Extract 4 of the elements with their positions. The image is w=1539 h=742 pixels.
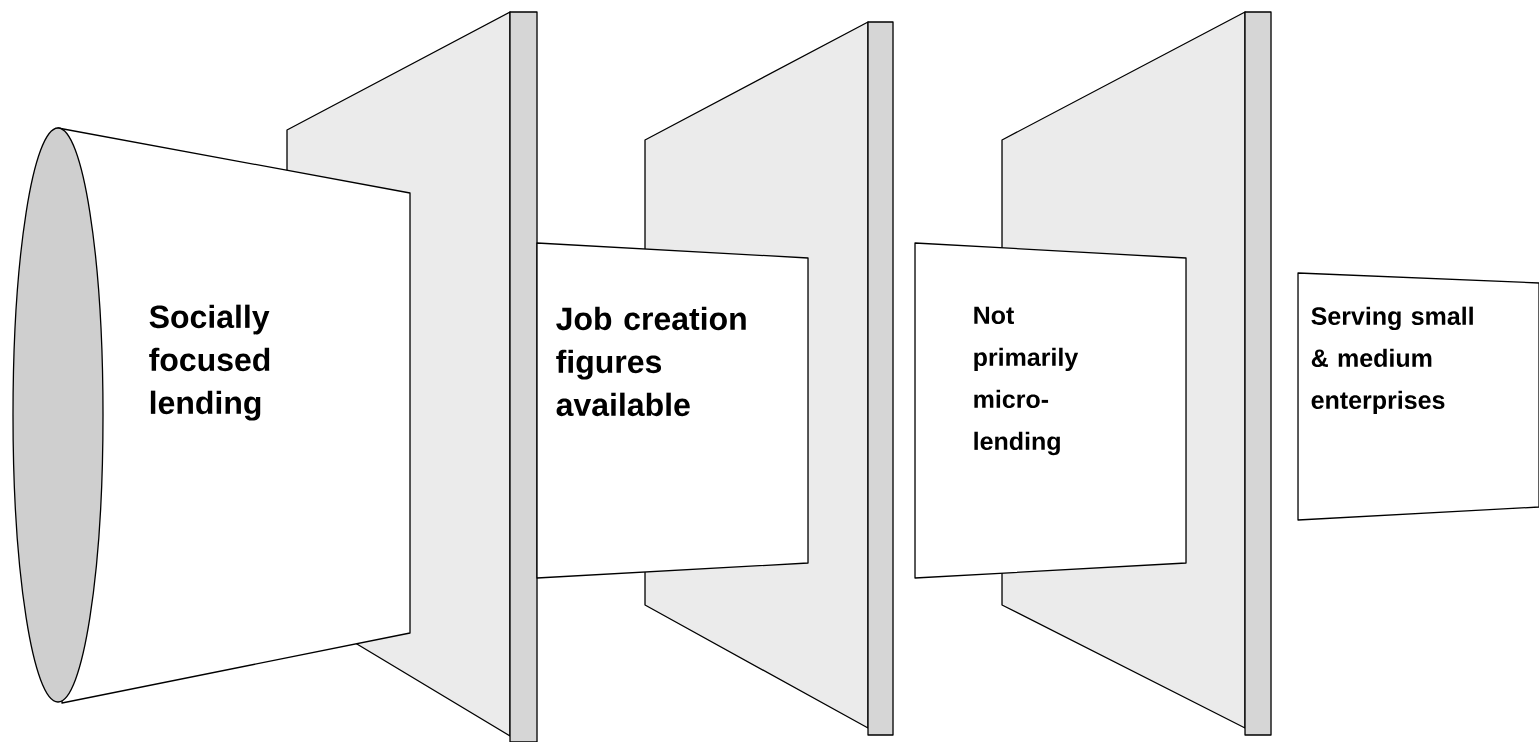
funnel-segment: Job creation figures available — [536, 242, 809, 579]
funnel-segment: Serving small & medium enterprises — [1297, 272, 1539, 521]
funnel-segment: Not primarily micro-lending — [914, 242, 1187, 579]
funnel-segment: Socially focused lending — [12, 127, 411, 704]
